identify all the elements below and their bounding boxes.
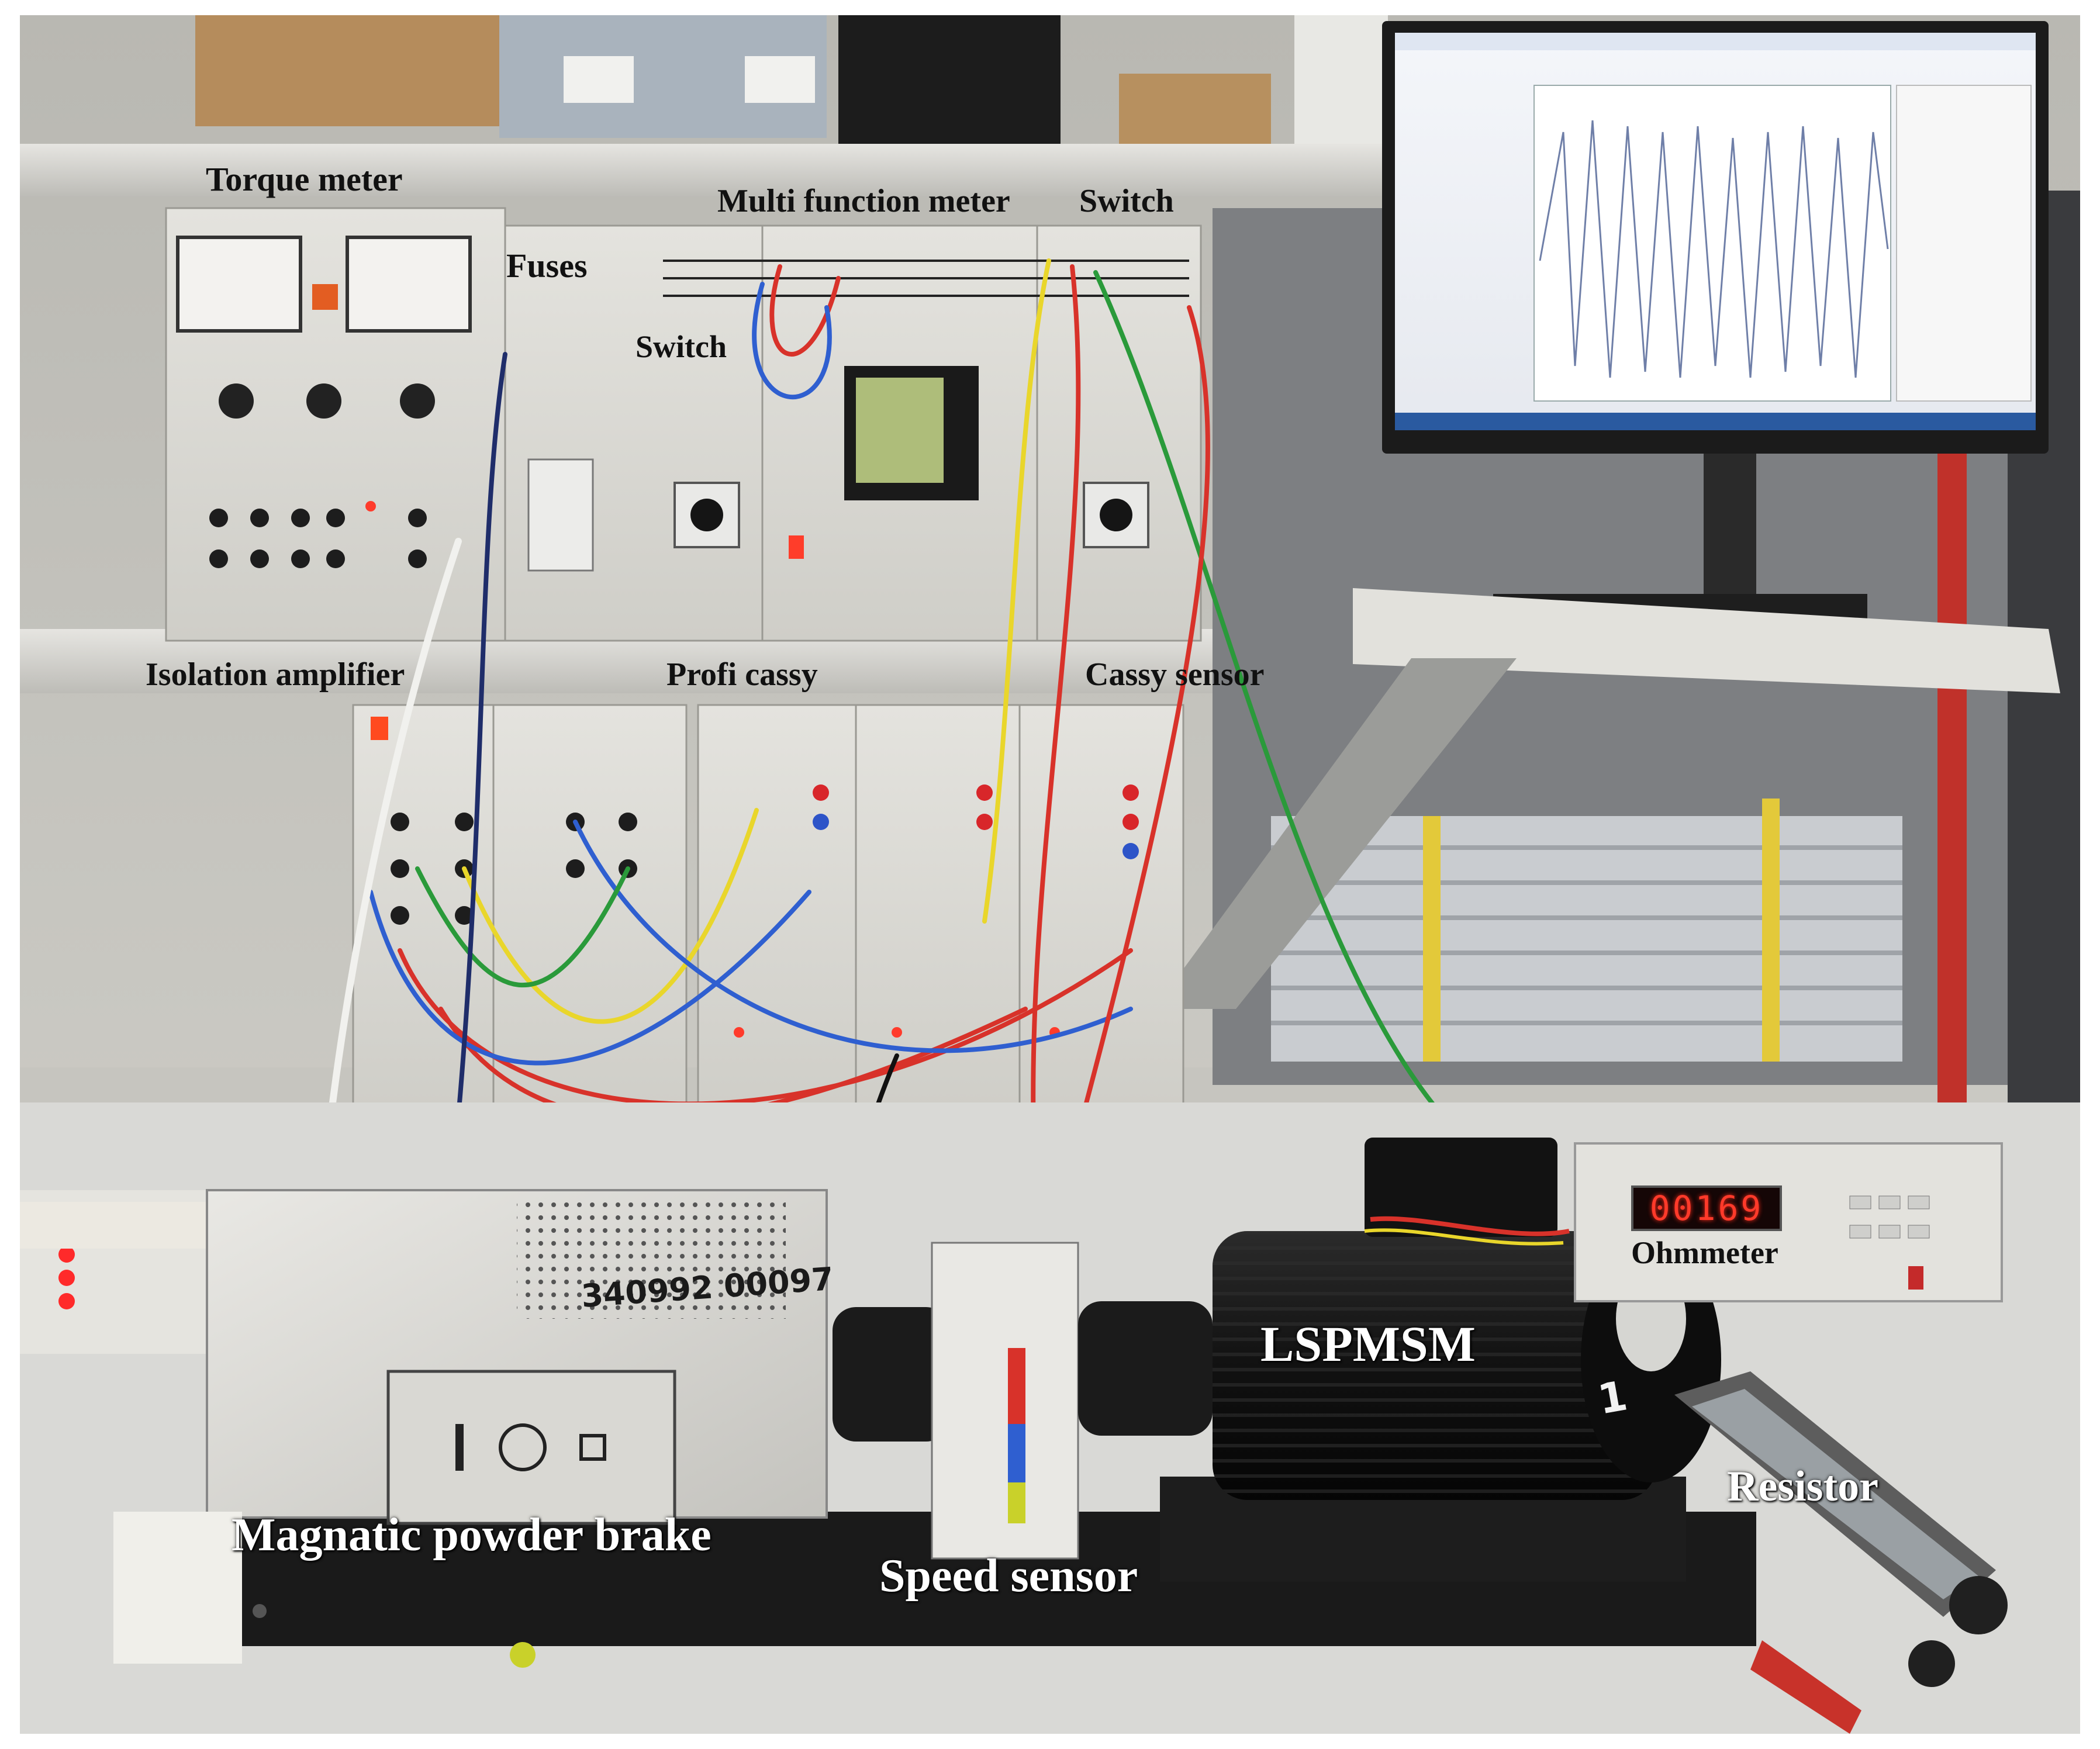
speed-sensor-assembly bbox=[833, 1242, 1213, 1560]
magnetic-powder-brake bbox=[113, 1189, 828, 1664]
label-lspmsm: LSPMSM bbox=[1260, 1316, 1476, 1372]
upper-panels bbox=[165, 207, 1202, 642]
label-multi-function-meter: Multi function meter bbox=[717, 183, 1010, 219]
label-fuses: Fuses bbox=[506, 247, 588, 285]
lab-test-bench-photo: 340992 00097 1 00169 Torque meter Multi … bbox=[20, 15, 2080, 1734]
resistor-device bbox=[1674, 1371, 2008, 1734]
label-switch-mid: Switch bbox=[635, 329, 727, 364]
label-magnetic-powder-brake: Magnatic powder brake bbox=[232, 1509, 711, 1561]
label-cassy-sensor: Cassy sensor bbox=[1085, 656, 1265, 693]
label-switch-top: Switch bbox=[1079, 183, 1174, 219]
label-speed-sensor: Speed sensor bbox=[879, 1550, 1138, 1602]
label-isolation-amplifier: Isolation amplifier bbox=[146, 656, 405, 693]
label-profi-cassy: Profi cassy bbox=[666, 656, 818, 693]
ohmmeter-display: 00169 bbox=[1631, 1185, 1782, 1231]
label-ohmmeter: Ohmmeter bbox=[1631, 1235, 1778, 1270]
label-resistor: Resistor bbox=[1727, 1463, 1878, 1510]
computer-monitor bbox=[1382, 21, 2049, 635]
label-torque-meter: Torque meter bbox=[206, 160, 403, 198]
scene-drawing bbox=[20, 15, 2080, 1734]
